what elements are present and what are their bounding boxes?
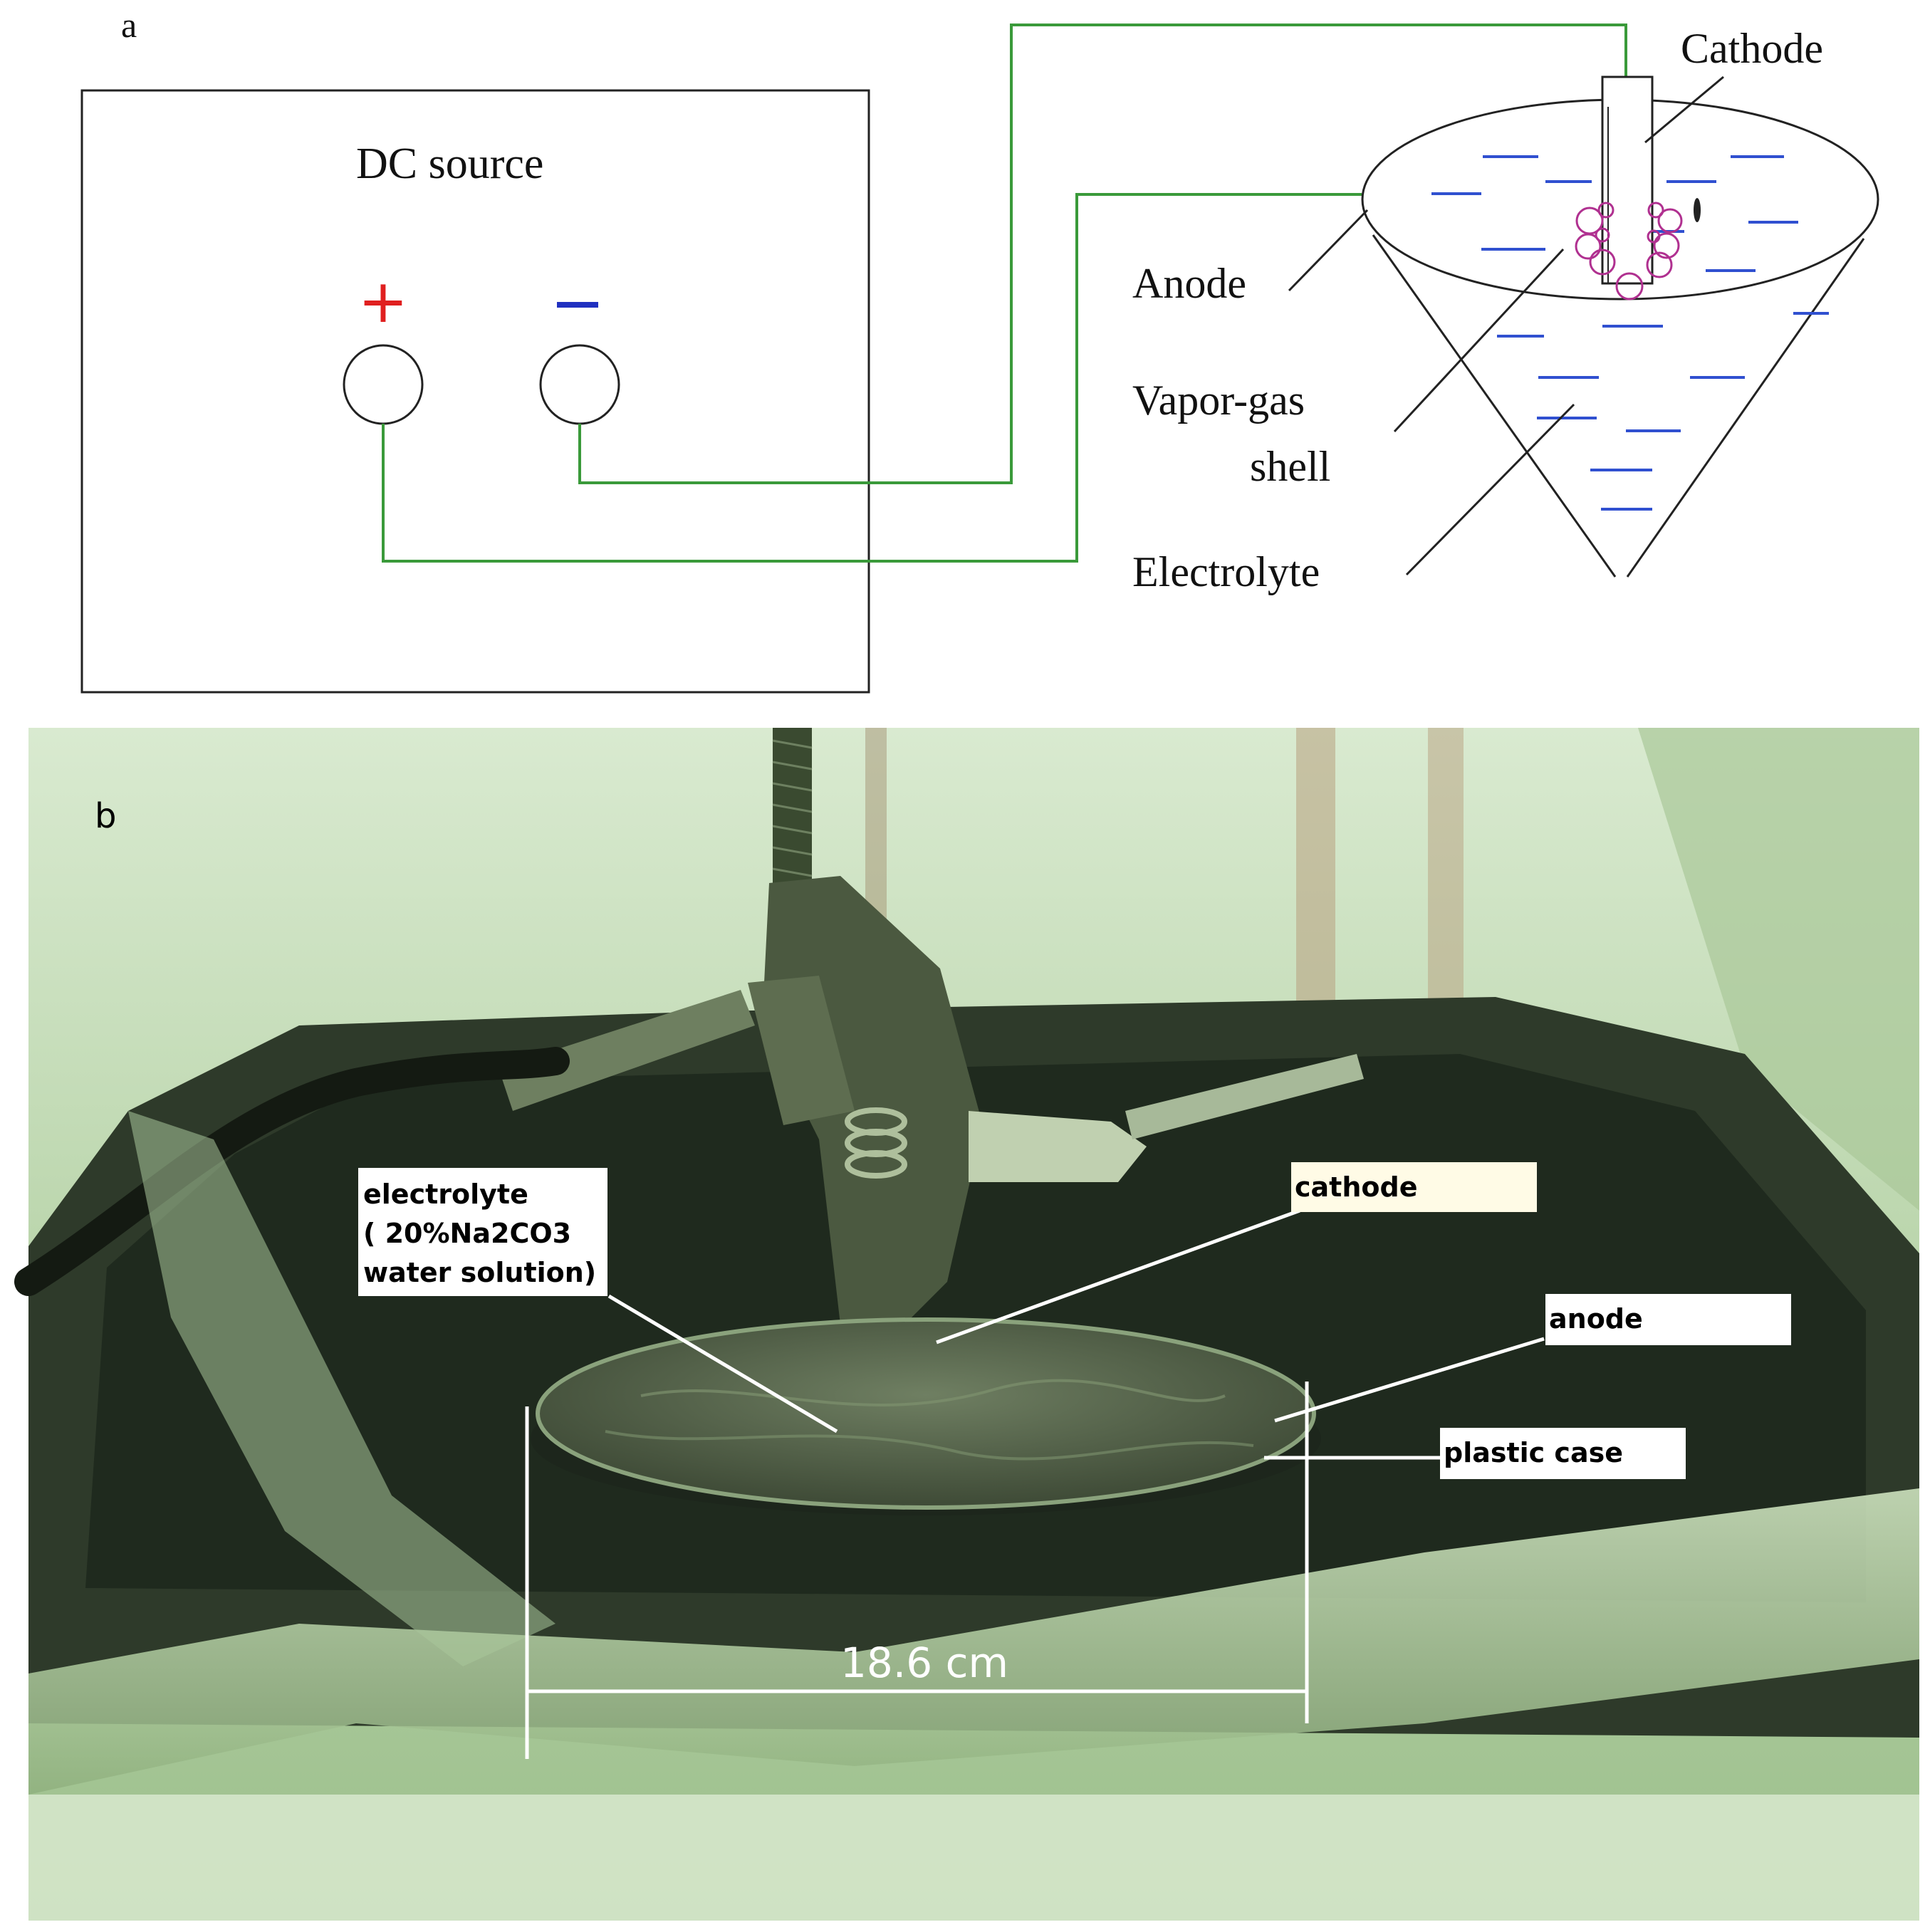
callout-leaders (607, 1208, 1545, 1460)
negative-terminal (539, 344, 620, 425)
cable (14, 1047, 570, 1296)
cell-left-wall (1372, 234, 1617, 578)
electrolyte-label: Electrolyte (1132, 548, 1320, 595)
vapor-gas-label-line2: shell (1250, 443, 1330, 490)
electrolyte-leader (1405, 403, 1575, 576)
wire-negative-to-cathode (578, 24, 1627, 484)
callout-anode: anode (1545, 1294, 1791, 1345)
callout-cathode-text: cathode (1295, 1171, 1417, 1203)
wire-positive-to-anode (382, 193, 1362, 563)
dc-source-box (80, 89, 870, 694)
cathode-leader-b (936, 1208, 1300, 1344)
panel-a: a DC source + (80, 5, 1879, 694)
dc-source-title: DC source (356, 140, 543, 188)
panel-b: b electrolyte ( 20%Na2CO3 water solution… (14, 728, 1919, 1921)
tray-rim-foreground (28, 1488, 1919, 1795)
vapor-gas-label-line1: Vapor-gas (1132, 377, 1305, 424)
liquid-surface-marks (1431, 155, 1829, 511)
clamp-handle (969, 1111, 1147, 1182)
vapor-gas-leader (1393, 248, 1565, 433)
cathode-rod (1601, 75, 1654, 285)
callout-plastic-case-text: plastic case (1444, 1437, 1623, 1468)
plus-sign: + (358, 266, 408, 336)
cell-right-wall (1626, 238, 1865, 578)
cathode-label: Cathode (1681, 25, 1823, 72)
panel-a-label: a (121, 5, 137, 45)
callout-electrolyte: electrolyte ( 20%Na2CO3 water solution) (358, 1168, 607, 1296)
callout-plastic-case: plastic case (1440, 1428, 1686, 1479)
diameter-measurement (525, 1382, 1309, 1759)
callout-electrolyte-line2: ( 20%Na2CO3 (363, 1218, 571, 1249)
anode-leader (1288, 209, 1369, 292)
minus-sign (557, 302, 598, 308)
cathode-leader (1644, 75, 1724, 144)
callout-anode-text: anode (1549, 1303, 1643, 1335)
clamp-bar (499, 990, 755, 1111)
electrolyte-cell (1361, 75, 1879, 578)
anode-leader-b (1274, 1337, 1545, 1423)
vapor-gas-bubbles (1575, 202, 1683, 301)
callout-electrolyte-line1: electrolyte (363, 1179, 528, 1210)
electrolyte-leader-b (607, 1294, 838, 1434)
measurement-label: 18.6 cm (840, 1639, 1008, 1687)
anode-disk (538, 1320, 1314, 1508)
small-bubble (1694, 198, 1701, 222)
anode-label: Anode (1132, 260, 1246, 307)
tray-rim-left (128, 1111, 555, 1666)
panel-b-label: b (95, 796, 116, 836)
callout-cathode: cathode (1291, 1162, 1537, 1212)
positive-terminal (343, 344, 424, 425)
callout-electrolyte-line3: water solution) (363, 1257, 596, 1288)
clamp-spring (845, 1107, 907, 1179)
